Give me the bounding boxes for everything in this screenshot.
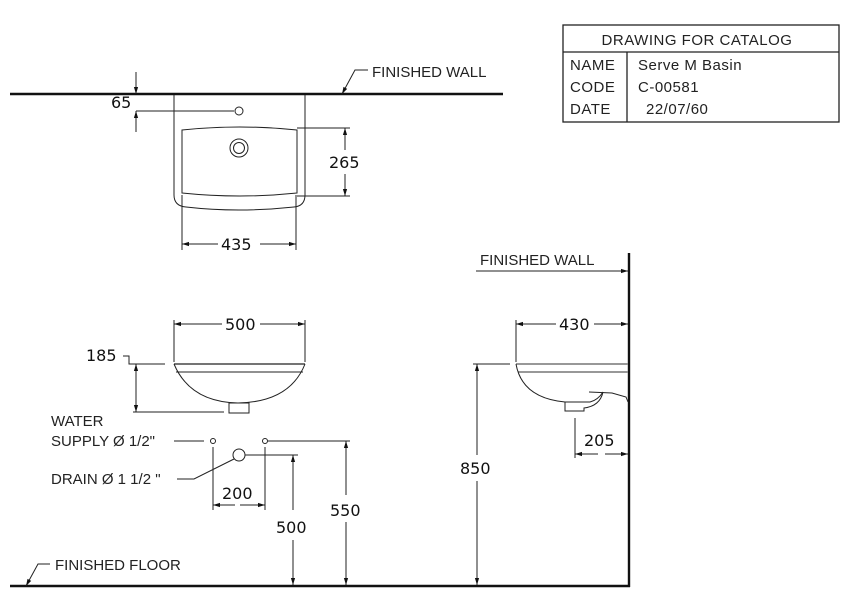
title-block-date-label: DATE (570, 101, 611, 118)
top-view: FINISHED WALL 65 265 435 (10, 64, 503, 254)
dim-overall-width: 500 (225, 315, 256, 334)
basin-side-outline (515, 363, 604, 403)
dim-supply-height: 550 (330, 501, 361, 520)
supply-point-right-icon (262, 438, 268, 444)
dim-supply-spacing: 200 (222, 484, 253, 503)
basin-waste-outlet (228, 402, 250, 414)
drain-point-icon (232, 448, 246, 462)
dim-drain-height: 500 (276, 518, 307, 537)
dim-height: 185 (86, 346, 117, 365)
note-drain: DRAIN Ø 1 1/2 " (51, 471, 161, 488)
tap-hole-icon (234, 106, 244, 116)
title-block-code-label: CODE (570, 79, 615, 96)
side-view-wall-label: FINISHED WALL (480, 252, 594, 269)
side-view: FINISHED WALL 430 205 850 (460, 252, 631, 587)
dim-projection: 430 (559, 315, 590, 334)
floor-label: FINISHED FLOOR (55, 557, 181, 574)
title-block-heading: DRAWING FOR CATALOG (602, 32, 793, 49)
note-water-supply-line1: WATER (51, 413, 104, 430)
title-block-code-value: C-00581 (638, 79, 699, 96)
drain-icon (229, 138, 249, 158)
note-water-supply-line2: SUPPLY Ø 1/2" (51, 433, 155, 450)
dim-drain-offset: 205 (584, 431, 615, 450)
front-view: 500 185 WATER SUPPLY Ø 1/2" DRAIN Ø 1 1/… (10, 315, 630, 588)
basin-front-outline (173, 363, 306, 404)
dim-install-height: 850 (460, 459, 491, 478)
title-block-name-value: Serve M Basin (638, 57, 742, 74)
dim-bowl-width: 435 (221, 235, 252, 254)
title-block-name-label: NAME (570, 57, 615, 74)
basin-bowl-outline (181, 126, 298, 197)
title-block-date-value: 22/07/60 (646, 101, 708, 118)
top-view-wall-label: FINISHED WALL (372, 64, 486, 81)
dim-bowl-depth: 265 (329, 153, 360, 172)
dim-tap-offset: 65 (111, 93, 131, 112)
supply-point-left-icon (210, 438, 216, 444)
title-block: DRAWING FOR CATALOG NAME Serve M Basin C… (562, 24, 840, 123)
basin-top-outline (173, 95, 306, 211)
